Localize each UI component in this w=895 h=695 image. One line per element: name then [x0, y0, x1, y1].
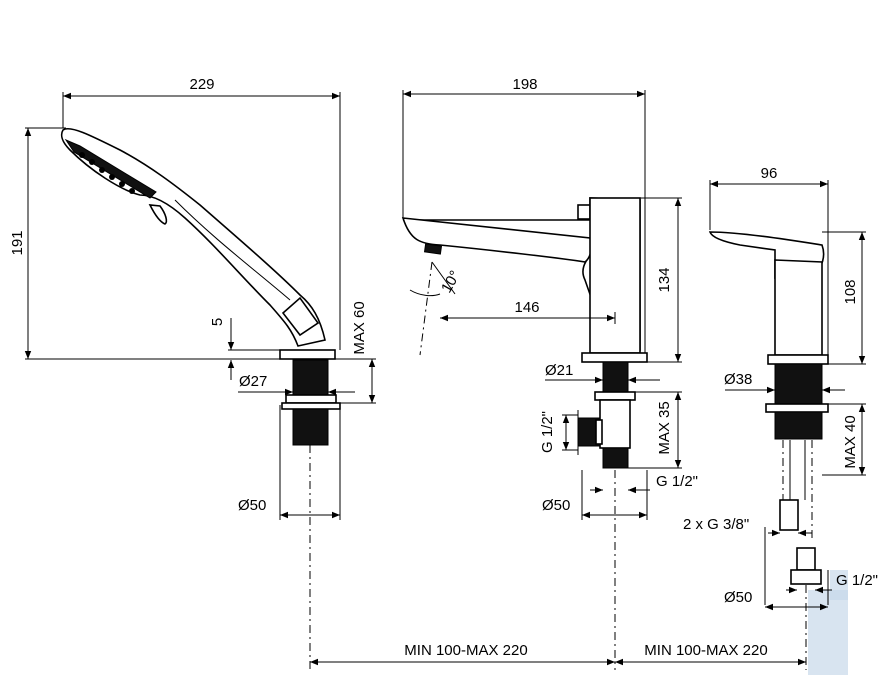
dim-mixer-threads: 2 x G 3/8" — [683, 516, 749, 533]
dim-shower-height: 191 — [9, 230, 26, 255]
dim-spout-thread-left: G 1/2" — [539, 411, 556, 453]
hand-shower — [60, 127, 341, 670]
dim-mixer-height: 108 — [842, 279, 859, 304]
dim-shower-diameter-small: Ø27 — [239, 373, 267, 390]
mixer — [708, 231, 829, 670]
dim-spacing-right: MIN 100-MAX 220 — [644, 642, 767, 659]
dim-spout-angle: 10° — [438, 268, 464, 296]
spout-dimensions: 198 134 146 10° Ø21 G 1/2" MAX 35 G 1/2"… — [402, 76, 698, 520]
dim-shower-width: 229 — [189, 76, 214, 93]
dim-shower-offset: 5 — [209, 318, 226, 326]
dim-spacing-left: MIN 100-MAX 220 — [404, 642, 527, 659]
mixer-dimensions: 96 108 Ø38 MAX 40 2 x G 3/8" G 1/2" Ø50 — [683, 165, 878, 611]
dim-mixer-max-depth: MAX 40 — [842, 415, 859, 468]
dim-spout-thread-right: G 1/2" — [656, 473, 698, 490]
dim-mixer-diameter-small: Ø38 — [724, 371, 752, 388]
dim-mixer-diameter-base: Ø50 — [724, 589, 752, 606]
dim-spout-diameter-small: Ø21 — [545, 362, 573, 379]
spout — [401, 197, 648, 670]
dim-mixer-thread-out: G 1/2" — [836, 572, 878, 589]
dim-spout-width: 198 — [512, 76, 537, 93]
dim-shower-max-height: MAX 60 — [351, 301, 368, 354]
dim-shower-diameter-base: Ø50 — [238, 497, 266, 514]
shower-dimensions: 229 191 5 MAX 60 Ø27 Ø50 — [9, 76, 376, 520]
dim-spout-max-depth: MAX 35 — [656, 401, 673, 454]
spray-nozzles-icon — [79, 152, 135, 194]
dim-mixer-width: 96 — [761, 165, 778, 182]
dim-spout-reach: 146 — [514, 299, 539, 316]
dim-spout-diameter-base: Ø50 — [542, 497, 570, 514]
spacing-dimensions: MIN 100-MAX 220 MIN 100-MAX 220 — [310, 642, 806, 666]
dim-spout-height: 134 — [656, 267, 673, 292]
